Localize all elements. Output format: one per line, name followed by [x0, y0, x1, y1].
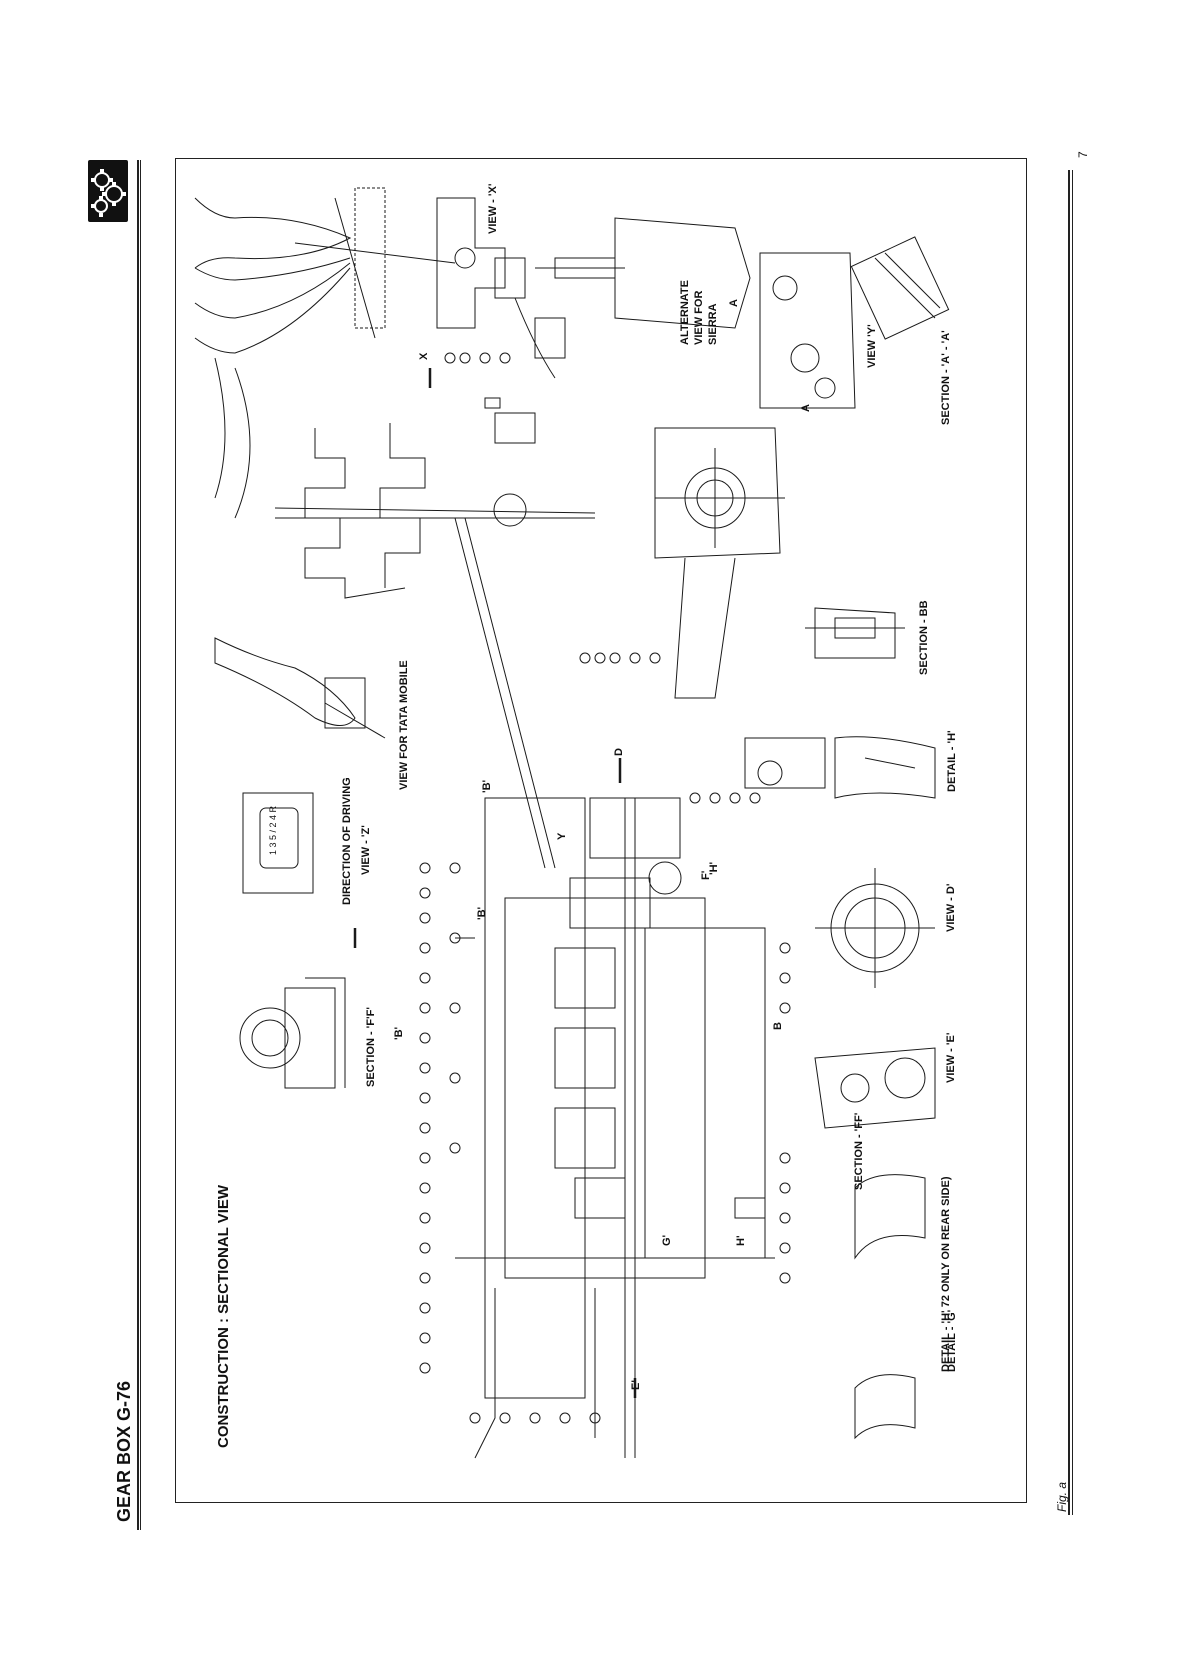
diagram-frame — [175, 158, 1027, 1503]
marker-x: X — [418, 352, 430, 360]
marker-a-bottom: A — [800, 404, 812, 412]
alternate-sierra-view — [514, 217, 751, 379]
marker-b-small: B — [772, 1022, 784, 1030]
shift-pattern-label: 1 3 5 / 2 4 R — [268, 805, 278, 855]
view-e — [814, 1047, 936, 1129]
right-margin-rule — [1068, 170, 1070, 1515]
label-alternate-view-1: ALTERNATE — [679, 280, 691, 345]
gear-logo-icon — [88, 160, 128, 222]
label-alternate-view-3: SIERRA — [707, 303, 719, 345]
label-view-e: VIEW - 'E' — [945, 1032, 957, 1083]
marker-d: D — [613, 748, 625, 756]
tata-mobile-view — [214, 637, 386, 739]
view-y-section — [759, 236, 950, 409]
page-number: 7 — [1076, 151, 1090, 158]
marker-g: G' — [661, 1234, 673, 1246]
lever-linkage — [214, 357, 596, 869]
marker-f: F' — [700, 870, 712, 880]
marker-y: Y — [556, 832, 568, 840]
page-header-title: GEAR BOX G-76 — [114, 1380, 134, 1522]
detail-g — [854, 1374, 916, 1440]
detail-h72 — [854, 1174, 926, 1260]
marker-b-top: 'B' — [481, 779, 493, 793]
label-view-z: VIEW - 'Z' — [360, 825, 372, 875]
label-section-aa: SECTION - 'A' - 'A' — [940, 330, 952, 425]
section-bb — [805, 607, 905, 659]
marker-b-left: 'B' — [393, 1026, 405, 1040]
marker-e: E' — [630, 1380, 642, 1390]
diagram-title: CONSTRUCTION : SECTIONAL VIEW — [215, 1184, 232, 1448]
left-margin-rule — [137, 160, 139, 1530]
marker-b-mid: 'B' — [476, 906, 488, 920]
label-detail-h: DETAIL - 'H' — [946, 730, 958, 792]
right-margin-rule-inner — [1072, 170, 1073, 1515]
label-alternate-view-2: VIEW FOR — [693, 290, 705, 345]
gearbox-technical-drawing — [194, 187, 950, 1459]
label-section-bb: SECTION - BB — [918, 600, 930, 675]
label-direction-of-driving: DIRECTION OF DRIVING — [341, 777, 353, 905]
detail-h — [744, 736, 936, 799]
marker-a-top: A — [728, 299, 740, 307]
view-arrows — [353, 368, 637, 1398]
section-ff-left — [239, 977, 346, 1089]
gear-lever-swing-view — [194, 187, 476, 354]
view-d — [815, 868, 935, 988]
marker-h-bottom: H' — [735, 1235, 747, 1246]
main-gearbox-section — [455, 797, 775, 1459]
view-x-assembly — [436, 197, 526, 329]
label-section-f: SECTION - 'F'F' — [365, 1007, 377, 1087]
part-balloons — [419, 352, 791, 1424]
view-z-shift-box — [242, 792, 314, 894]
label-view-x: VIEW - 'X' — [487, 183, 499, 234]
label-view-y: VIEW 'Y' — [866, 324, 878, 368]
label-view-d: VIEW - D' — [945, 883, 957, 932]
label-view-tata-mobile: VIEW FOR TATA MOBILE — [398, 660, 410, 790]
label-section-ff: SECTION - 'FF' — [853, 1112, 865, 1190]
figure-label: Fig. a — [1055, 1481, 1069, 1512]
label-detail-g: DETAIL - 'G' — [946, 1309, 958, 1372]
left-margin-rule-inner — [140, 160, 141, 1530]
cover-plate-view — [654, 427, 785, 699]
